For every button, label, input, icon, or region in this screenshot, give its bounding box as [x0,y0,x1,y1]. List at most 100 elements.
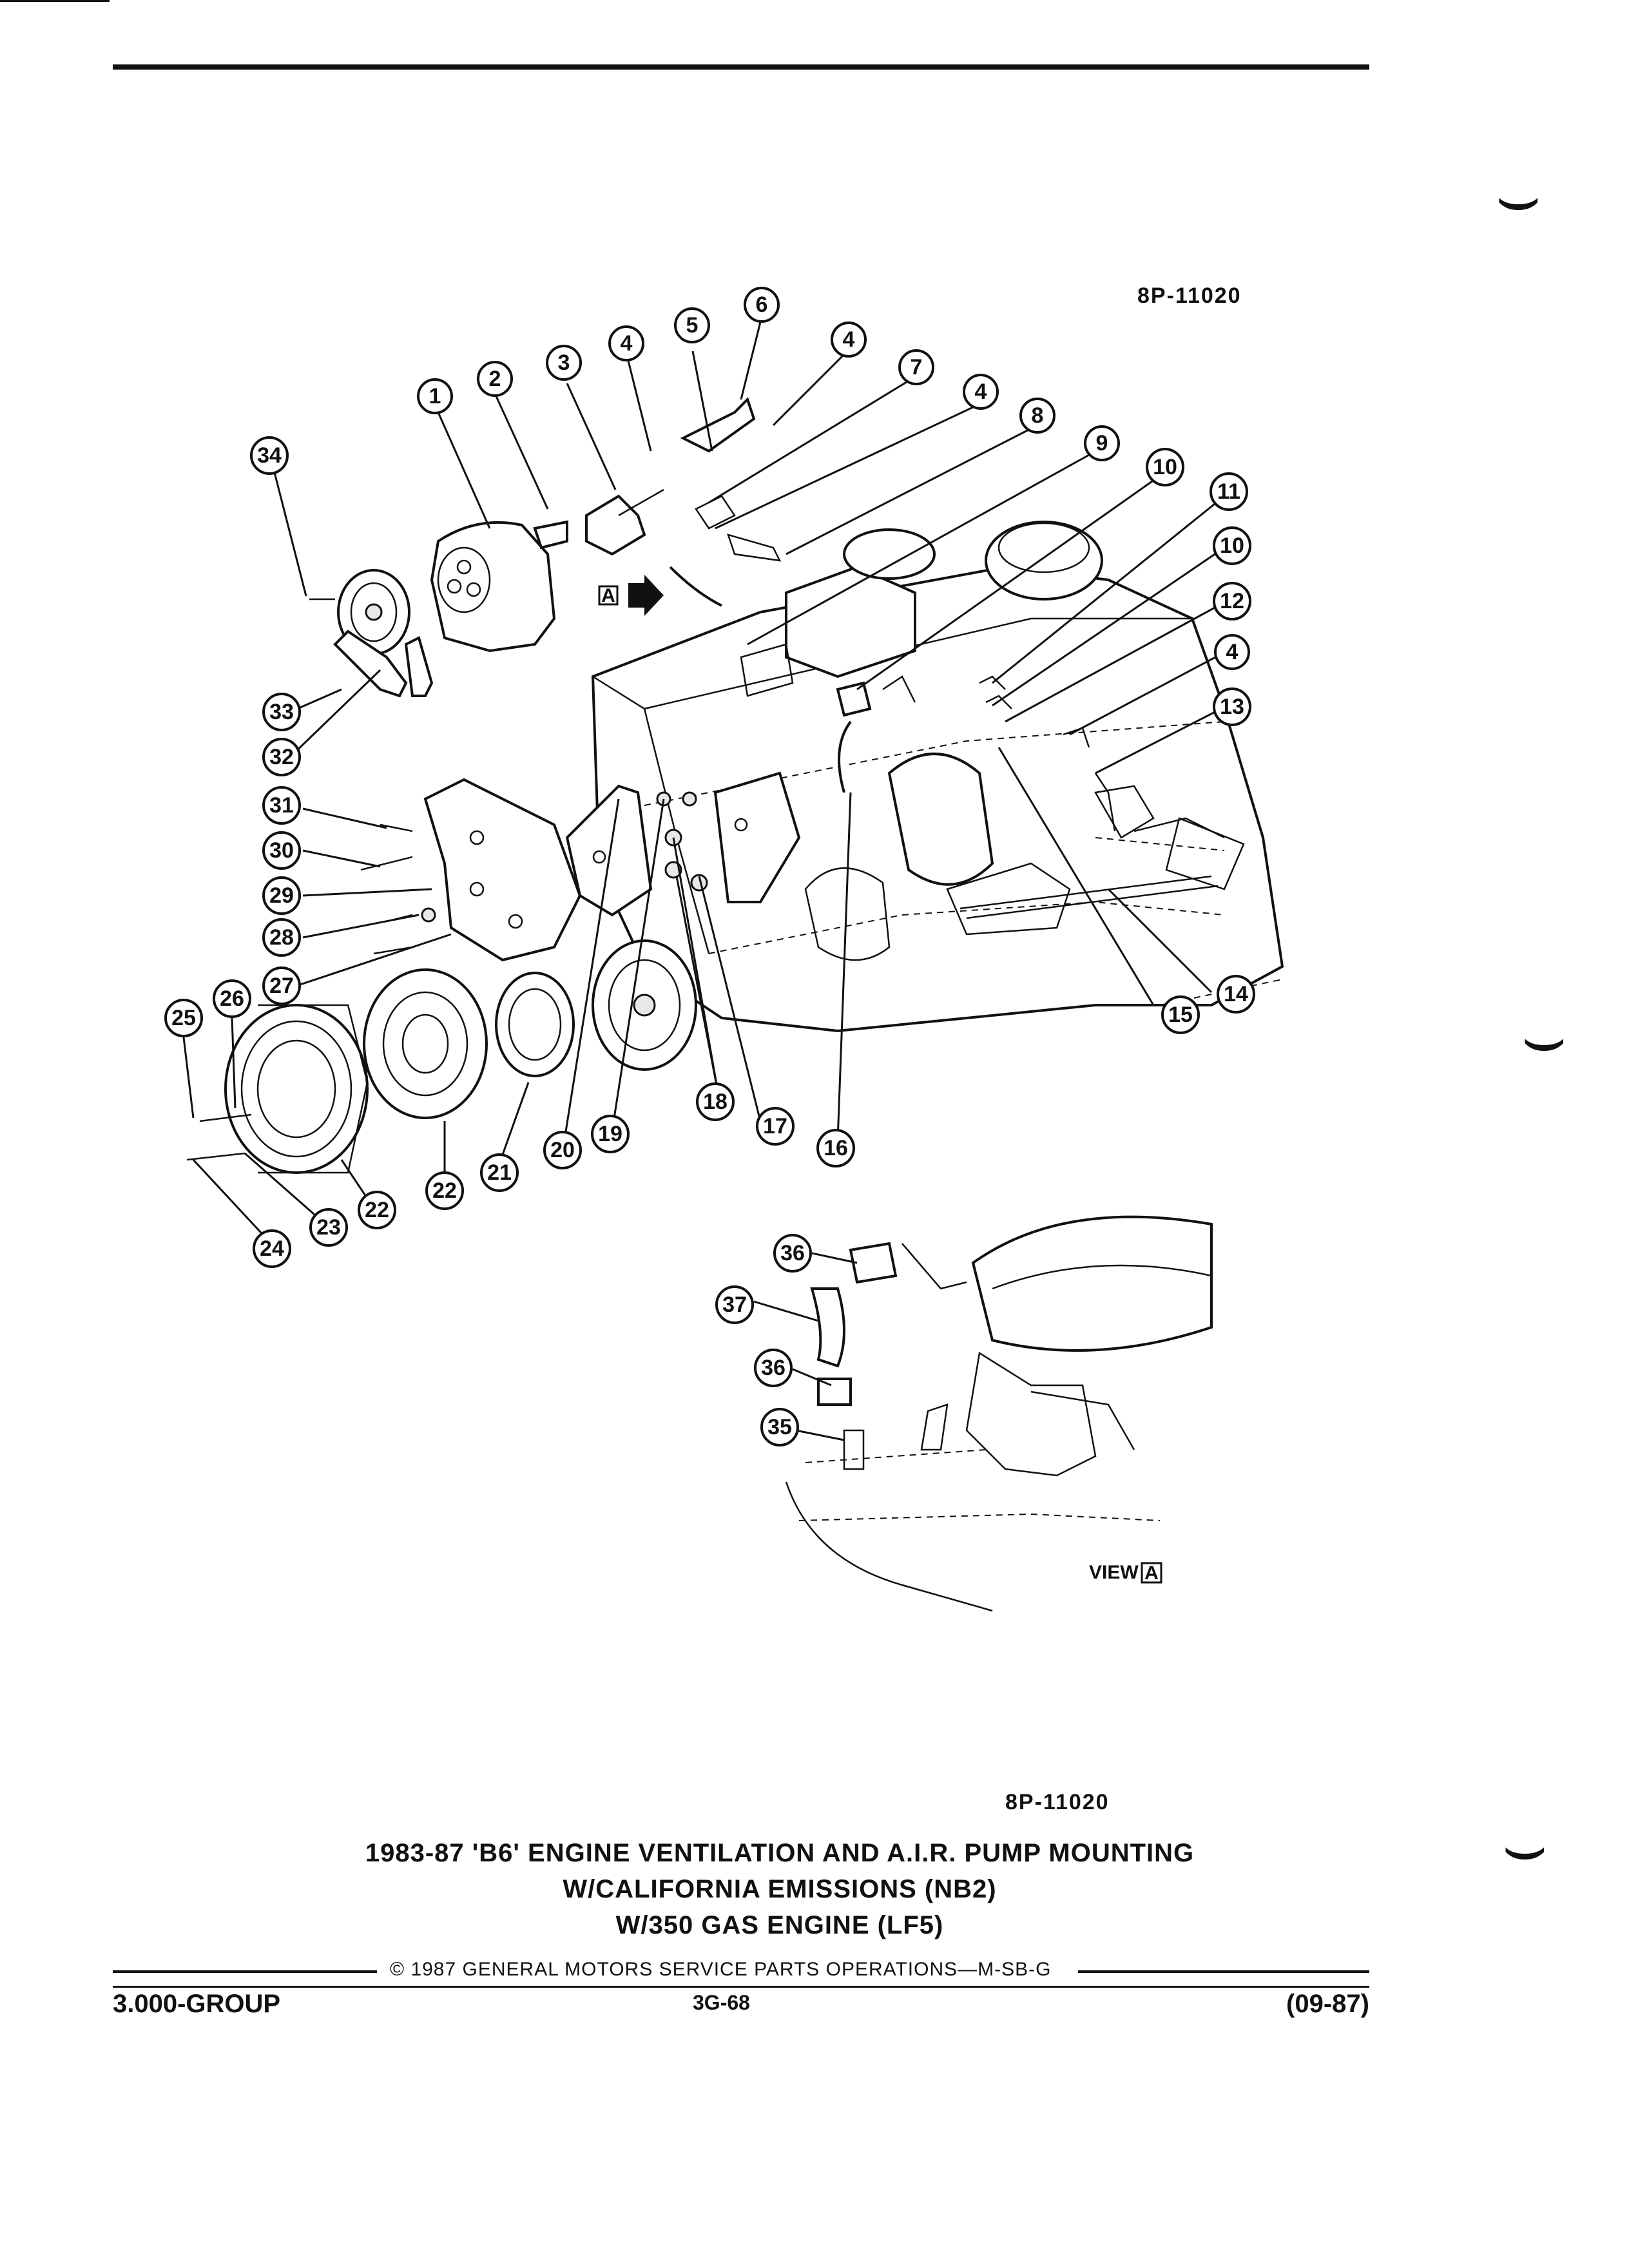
callout-28: 28 [262,918,301,957]
svg-text:VIEW: VIEW [1089,1562,1139,1583]
date-code: (09-87) [1286,1990,1369,2018]
svg-text:7: 7 [911,355,923,380]
footer-rule-left [113,1970,377,1973]
svg-text:37: 37 [722,1293,747,1317]
callout-22b: 22 [358,1191,396,1229]
callout-37: 37 [715,1285,754,1324]
callout-27: 27 [262,966,301,1005]
svg-text:8: 8 [1032,403,1044,428]
svg-text:22: 22 [432,1178,457,1203]
callout-23: 23 [309,1208,348,1247]
page-footer: © 1987 GENERAL MOTORS SERVICE PARTS OPER… [113,1956,1369,2018]
svg-text:14: 14 [1224,982,1248,1006]
callout-3: 3 [546,345,582,381]
svg-text:18: 18 [703,1090,728,1114]
callout-19: 19 [591,1115,630,1153]
corner-scan-mark [0,0,110,2]
callout-24: 24 [253,1229,291,1268]
air-pump-assembly [333,520,801,962]
footer-rule [113,1986,1369,1988]
page-edge-tick-mark: ⌣ [1521,996,1568,1079]
view-a-caption: VIEW A [1089,1562,1162,1584]
callout-26: 26 [213,979,251,1018]
svg-text:17: 17 [763,1114,787,1139]
page-number: 3G-68 [693,1991,750,2014]
svg-text:4: 4 [621,331,633,356]
engine-block-illustration [591,521,1284,1033]
callout-22a: 22 [425,1171,464,1210]
footer-rule-right [1078,1970,1369,1973]
title-line-3: W/350 GAS ENGINE (LF5) [615,1911,944,1939]
svg-text:23: 23 [316,1215,341,1240]
figure-reference-top: 8P-11020 [1137,284,1242,308]
svg-text:21: 21 [487,1160,512,1185]
callout-31: 31 [262,786,301,825]
page-edge-tick-mark: ⌣ [1501,1805,1548,1887]
callout-36b: 36 [754,1349,793,1387]
svg-text:20: 20 [550,1138,575,1162]
callout-10b: 10 [1213,526,1251,565]
svg-text:31: 31 [269,793,294,818]
header-rule [113,64,1369,70]
svg-text:1: 1 [429,384,441,408]
callout-29: 29 [262,876,301,915]
svg-text:2: 2 [489,367,501,391]
svg-text:27: 27 [269,974,294,998]
callout-34: 34 [250,436,289,475]
svg-text:6: 6 [756,293,768,317]
svg-text:22: 22 [365,1198,389,1222]
svg-text:24: 24 [260,1236,284,1261]
svg-text:3: 3 [558,351,570,375]
svg-text:11: 11 [1217,479,1240,504]
callout-4c: 4 [963,374,999,410]
view-a-detail [785,1215,1213,1612]
callout-9: 9 [1084,425,1120,461]
callout-30: 30 [262,831,301,870]
svg-text:4: 4 [843,327,855,352]
figure-title: 1983-87 'B6' ENGINE VENTILATION AND A.I.… [129,1835,1431,1943]
callout-4d: 4 [1214,634,1250,670]
title-line-2: W/CALIFORNIA EMISSIONS (NB2) [563,1875,997,1903]
pulley-assembly [224,939,697,1174]
svg-text:A: A [601,585,615,606]
callout-5: 5 [674,307,710,343]
svg-text:16: 16 [824,1136,848,1160]
svg-text:13: 13 [1220,695,1244,719]
callout-36a: 36 [773,1234,812,1273]
callout-16: 16 [816,1129,855,1168]
callout-markers: 1 2 3 4 5 6 4 7 4 8 9 10 11 10 12 4 13 1… [164,287,1255,1446]
ventilation-hoses [585,397,1225,839]
svg-text:A: A [1144,1562,1159,1584]
callout-8: 8 [1019,398,1055,434]
svg-text:10: 10 [1153,455,1177,479]
callout-11: 11 [1210,472,1248,511]
copyright-notice: © 1987 GENERAL MOTORS SERVICE PARTS OPER… [390,1959,1052,1980]
page-edge-tick-mark: ⌣ [1495,155,1542,238]
callout-18: 18 [696,1082,735,1121]
svg-text:4: 4 [975,380,987,404]
callout-4b: 4 [831,322,867,358]
callout-1: 1 [417,378,453,414]
svg-text:26: 26 [220,986,244,1011]
callout-14: 14 [1217,975,1255,1014]
callout-25: 25 [164,999,203,1037]
view-a-indicator: A [598,575,664,616]
figure-reference-bottom: 8P-11020 [1005,1790,1110,1814]
callout-32: 32 [262,738,301,776]
svg-text:15: 15 [1168,1003,1193,1027]
callout-15: 15 [1161,995,1200,1034]
callout-17: 17 [756,1107,795,1146]
group-number: 3.000-GROUP [113,1990,281,2018]
title-line-1: 1983-87 'B6' ENGINE VENTILATION AND A.I.… [365,1839,1195,1867]
svg-text:34: 34 [257,443,282,468]
callout-12: 12 [1213,582,1251,620]
svg-text:25: 25 [171,1006,196,1030]
callout-33: 33 [262,693,301,731]
callout-21: 21 [480,1153,519,1192]
callout-7: 7 [898,349,934,385]
svg-text:10: 10 [1220,533,1244,558]
svg-text:36: 36 [761,1356,786,1380]
callout-10a: 10 [1146,448,1184,486]
callout-35: 35 [760,1408,799,1446]
